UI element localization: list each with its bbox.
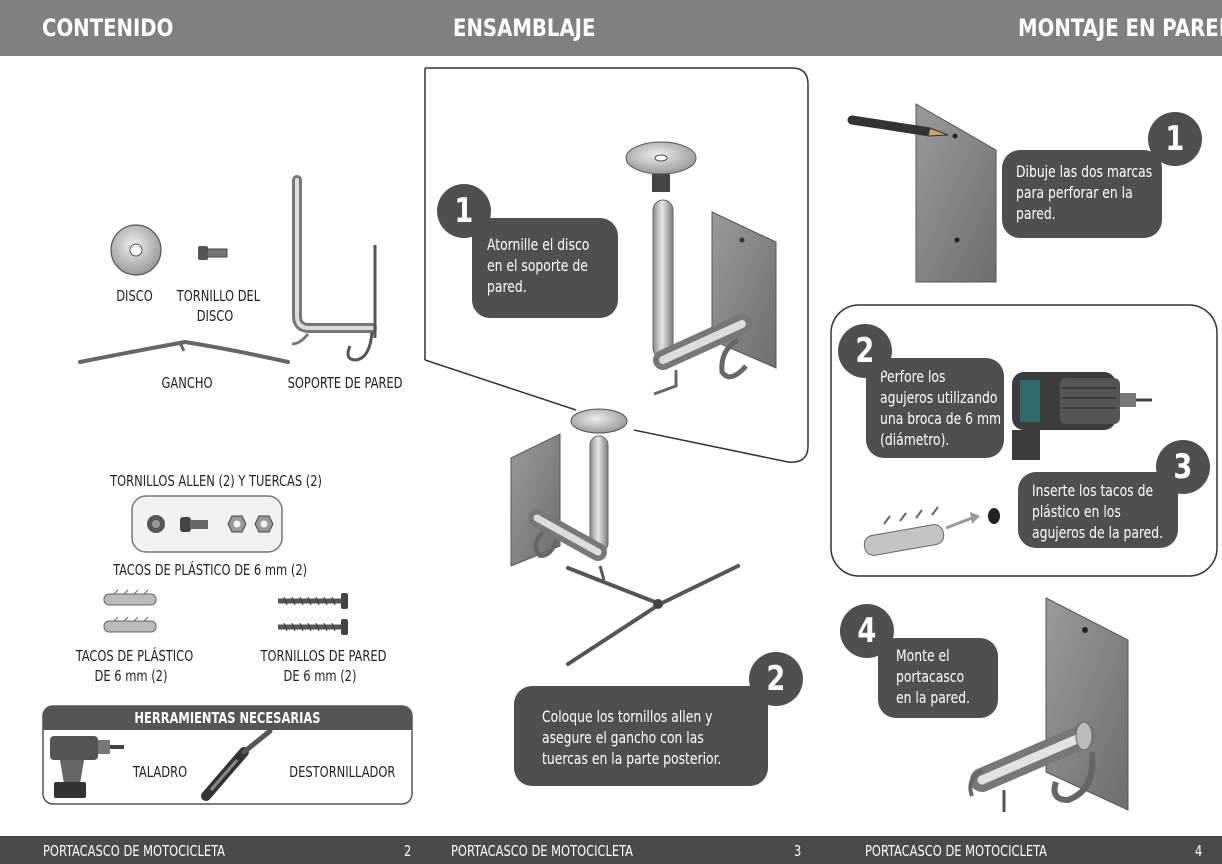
disc-screw-part [198,246,228,260]
label-tacos-top: TACOS DE PLÁSTICO DE 6 mm (2) [113,561,308,579]
label-tornillo-disco-2: DISCO [196,307,234,325]
section-title-ensamblaje: ENSAMBLAJE [453,14,596,42]
assembly-step2-callout: Coloque los tornillos allen y asegure el… [514,686,768,786]
wall-screws-part [278,593,348,635]
wall-panel-marking [915,103,997,283]
hook-part [78,339,290,364]
label-tacos-1: TACOS DE PLÁSTICO [75,647,194,665]
mount-step1-line3: pared. [1016,204,1056,223]
mount-step4-number: 4 [840,604,894,658]
mount-step3-number: 3 [1156,440,1210,494]
mount-step1-line1: Dibuje las dos marcas [1016,162,1153,181]
assembly-step1-number: 1 [437,184,491,238]
mount-step2-line2: agujeros utilizando [880,388,998,407]
disc-part [110,224,162,276]
label-soporte: SOPORTE DE PARED [287,374,403,392]
assembly-step1-callout: Atornille el disco en el soporte de pare… [472,218,618,318]
label-allen: TORNILLOS ALLEN (2) Y TUERCAS (2) [110,472,323,490]
label-disco: DISCO [116,287,153,305]
mount-step3-callout: Inserte los tacos de plástico en los agu… [1018,472,1178,548]
assembly-zoomed-bracket [625,141,777,396]
mounted-helmet-holder [968,597,1129,812]
plastic-anchors-part [103,589,157,633]
tool-destornillador: DESTORNILLADOR [289,763,396,781]
footer-bar: PORTACASCO DE MOTOCICLETA 2 PORTACASCO D… [0,836,1222,864]
mount-step1-number: 1 [1148,112,1202,166]
mount-step3-line3: agujeros de la pared. [1032,523,1164,542]
mount-step3-line1: Inserte los tacos de [1032,481,1154,500]
drill-icon [50,736,124,798]
assembly-bracket-with-hook [510,408,740,666]
mount-step4-line3: en la pared. [896,688,971,707]
page-number-3: 3 [794,842,802,860]
wall-bracket-part [291,175,377,362]
mount-step4-callout: Monte el portacasco en la pared. [878,638,998,718]
power-drill-icon [1012,372,1152,460]
assembly-step1-line1: Atornille el disco [487,235,590,254]
assembly-step2-line2: asegure el gancho con las [542,728,704,747]
footer-title-page4: PORTACASCO DE MOTOCICLETA [865,842,1048,860]
allen-screws-box [131,495,283,553]
section-title-contenido: CONTENIDO [42,14,174,42]
tools-box [42,705,413,805]
assembly-step1-line2: en el soporte de [487,256,588,275]
assembly-step1-line3: pared. [487,277,527,296]
assembly-step2-number: 2 [749,652,803,706]
mount-step2-line1: Perfore los [880,367,946,386]
page-number-4: 4 [1195,842,1203,860]
label-tornillo-disco-1: TORNILLO DEL [176,287,261,305]
page-number-2: 2 [404,842,412,860]
mount-step2-line4: (diámetro). [880,430,950,449]
mount-step1-callout: Dibuje las dos marcas para perforar en l… [1002,150,1162,238]
label-gancho: GANCHO [161,374,213,392]
assembly-step2-line1: Coloque los tornillos allen y [542,707,713,726]
header-bar: CONTENIDO ENSAMBLAJE MONTAJE EN PARED [0,0,1222,56]
mount-step4-line1: Monte el [896,646,950,665]
screwdriver-icon [201,728,273,801]
tools-title: HERRAMIENTAS NECESARIAS [134,709,321,727]
mount-step2-callout: Perfore los agujeros utilizando una broc… [866,358,1004,458]
mount-step2-number: 2 [838,324,892,378]
assembly-step2-line3: tuercas en la parte posterior. [542,749,722,768]
label-tornillos-2: DE 6 mm (2) [283,667,357,685]
section-title-montaje: MONTAJE EN PARED [1018,14,1222,42]
mount-step2-line3: una broca de 6 mm [880,409,1002,428]
footer-title-page2: PORTACASCO DE MOTOCICLETA [43,842,226,860]
anchor-insert-illustration [863,506,1000,556]
mount-step4-line2: portacasco [896,667,965,686]
label-tornillos-1: TORNILLOS DE PARED [260,647,387,665]
footer-title-page3: PORTACASCO DE MOTOCICLETA [451,842,634,860]
mount-step1-line2: para perforar en la [1016,183,1133,202]
steps-2-3-frame [830,304,1218,577]
label-tacos-2: DE 6 mm (2) [94,667,168,685]
tool-taladro: TALADRO [132,763,188,781]
mount-step3-line2: plástico en los [1032,502,1121,521]
pencil-icon [847,115,949,137]
